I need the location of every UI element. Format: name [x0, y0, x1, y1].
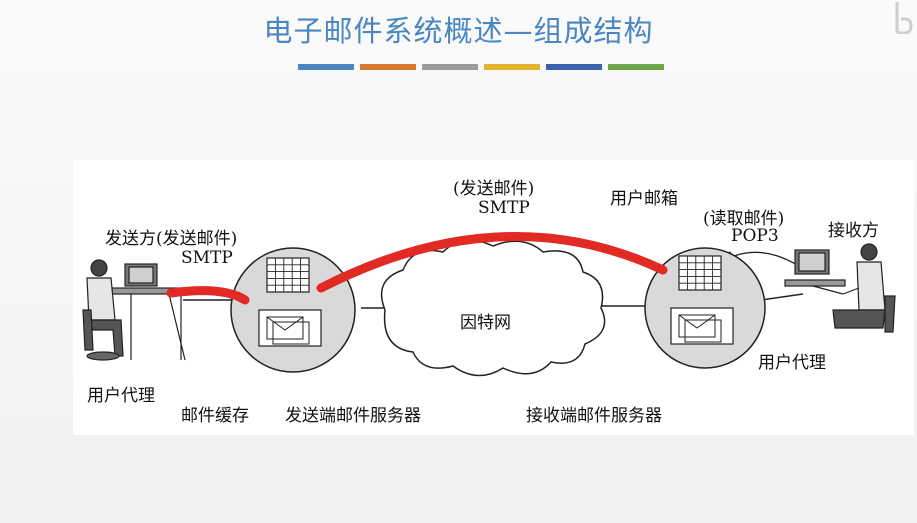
read-action-label: (读取邮件) — [703, 209, 785, 229]
receiver-label: 接收方 — [828, 221, 879, 241]
pop3-label: POP3 — [731, 226, 779, 246]
accent-bar-navy — [546, 64, 602, 70]
email-architecture-diagram: 发送方(发送邮件) SMTP (发送邮件) SMTP 用户邮箱 (读取邮件) P… — [73, 160, 914, 435]
sender-workstation — [82, 259, 186, 361]
sender-label: 发送方(发送邮件) — [105, 229, 238, 249]
accent-bar-green — [608, 64, 664, 70]
accent-bar-yellow — [484, 64, 540, 70]
slide-title: 电子邮件系统概述—组成结构 — [263, 14, 654, 48]
internet-cloud — [380, 239, 606, 377]
receiver-workstation — [784, 243, 896, 333]
middle-action-label: (发送邮件) — [453, 179, 535, 199]
send-server-label: 发送端邮件服务器 — [285, 406, 421, 426]
recv-server-label: 接收端邮件服务器 — [526, 406, 662, 426]
accent-bar-gray — [422, 64, 478, 70]
mail-cache-label: 邮件缓存 — [181, 406, 249, 426]
smtp-transfer-sender-to-server — [166, 286, 250, 305]
link-server-receiver — [760, 293, 804, 301]
user-mailbox-label: 用户邮箱 — [610, 189, 678, 209]
send-mail-server — [230, 247, 356, 373]
accent-bar-orange — [360, 64, 416, 70]
sender-smtp-label: SMTP — [181, 248, 233, 268]
user-agent-right-label: 用户代理 — [758, 353, 826, 373]
internet-label: 因特网 — [460, 313, 511, 333]
middle-smtp-label: SMTP — [478, 198, 530, 218]
receive-mail-server — [644, 247, 766, 369]
user-agent-left-label: 用户代理 — [87, 386, 155, 406]
smtp-transfer-server-to-server — [316, 232, 668, 293]
accent-bar-blue — [298, 64, 354, 70]
corner-logo — [891, 0, 913, 35]
